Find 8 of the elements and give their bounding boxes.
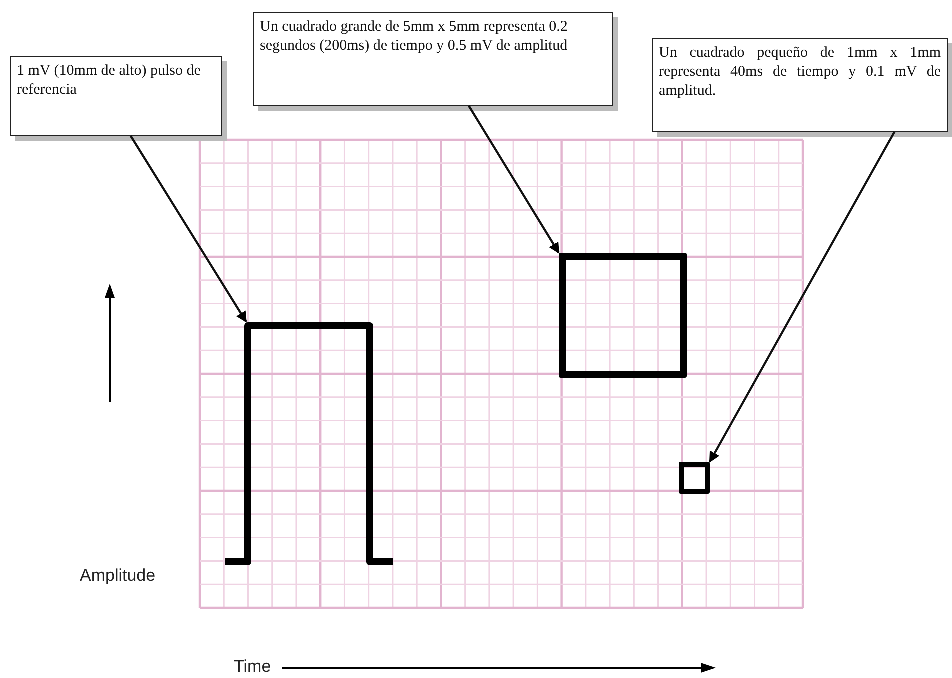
axis-label: Time	[234, 657, 272, 677]
grid-square-outline	[559, 253, 687, 378]
reference-pulse-drawing	[222, 322, 396, 568]
leader-arrow	[130, 135, 248, 323]
leader-arrow	[709, 131, 896, 463]
axis-label: Amplitude	[80, 566, 156, 586]
grid-square-outline	[679, 462, 710, 494]
leader-arrow	[468, 105, 560, 254]
